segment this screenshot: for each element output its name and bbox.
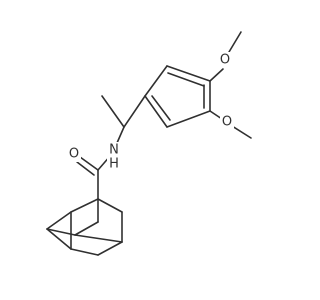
label-mask-side-oxygen	[220, 114, 234, 130]
bond-ring-1	[166, 65, 211, 82]
bond-cage-8	[74, 221, 99, 236]
bond-ring-2	[144, 65, 168, 97]
bond-cage-6	[70, 198, 99, 213]
bond-layer	[46, 31, 252, 256]
bond-cage-3	[97, 241, 123, 256]
bond-chiral-nitrogen	[116, 126, 125, 144]
bond-carbonyl-double-a	[79, 156, 99, 171]
atom-label-layer: O O O N H	[67, 52, 234, 172]
bond-methyl-oxygen-top	[228, 31, 242, 53]
bond-ring-3-inner	[151, 95, 171, 121]
bond-oxygen-methyl-side	[231, 125, 252, 139]
bond-cage-10	[46, 211, 72, 230]
bond-ring-3	[144, 95, 168, 128]
atom-label-amide-nitrogen: N	[109, 143, 119, 158]
bond-carbonyl-double-b	[76, 161, 95, 176]
bond-cage-12	[74, 234, 123, 243]
bond-oxygen-ring-top	[209, 68, 224, 82]
atom-label-amide-hydrogen: H	[109, 157, 119, 172]
label-mask-carbonyl-oxygen	[67, 146, 81, 162]
bond-cage-11	[46, 228, 72, 250]
bond-ring-1-inner	[167, 72, 205, 87]
bond-ring-chiral-carbon	[123, 95, 146, 128]
bond-ring-4	[166, 110, 211, 128]
label-mask-nitrogen	[107, 142, 121, 158]
molecule-structure-drawing: O O O N H	[46, 31, 252, 256]
bond-chiral-methyl	[101, 95, 125, 128]
bond-cage-1	[97, 198, 123, 213]
label-mask-hydrogen	[107, 157, 121, 171]
atom-label-methoxy-side-oxygen: O	[222, 115, 232, 130]
atom-label-methoxy-top-oxygen: O	[220, 53, 230, 68]
bond-cage-9	[46, 228, 76, 236]
atom-label-carbonyl-oxygen: O	[69, 147, 79, 162]
label-mask-top-oxygen	[218, 52, 232, 68]
bond-cage-4	[70, 248, 99, 256]
